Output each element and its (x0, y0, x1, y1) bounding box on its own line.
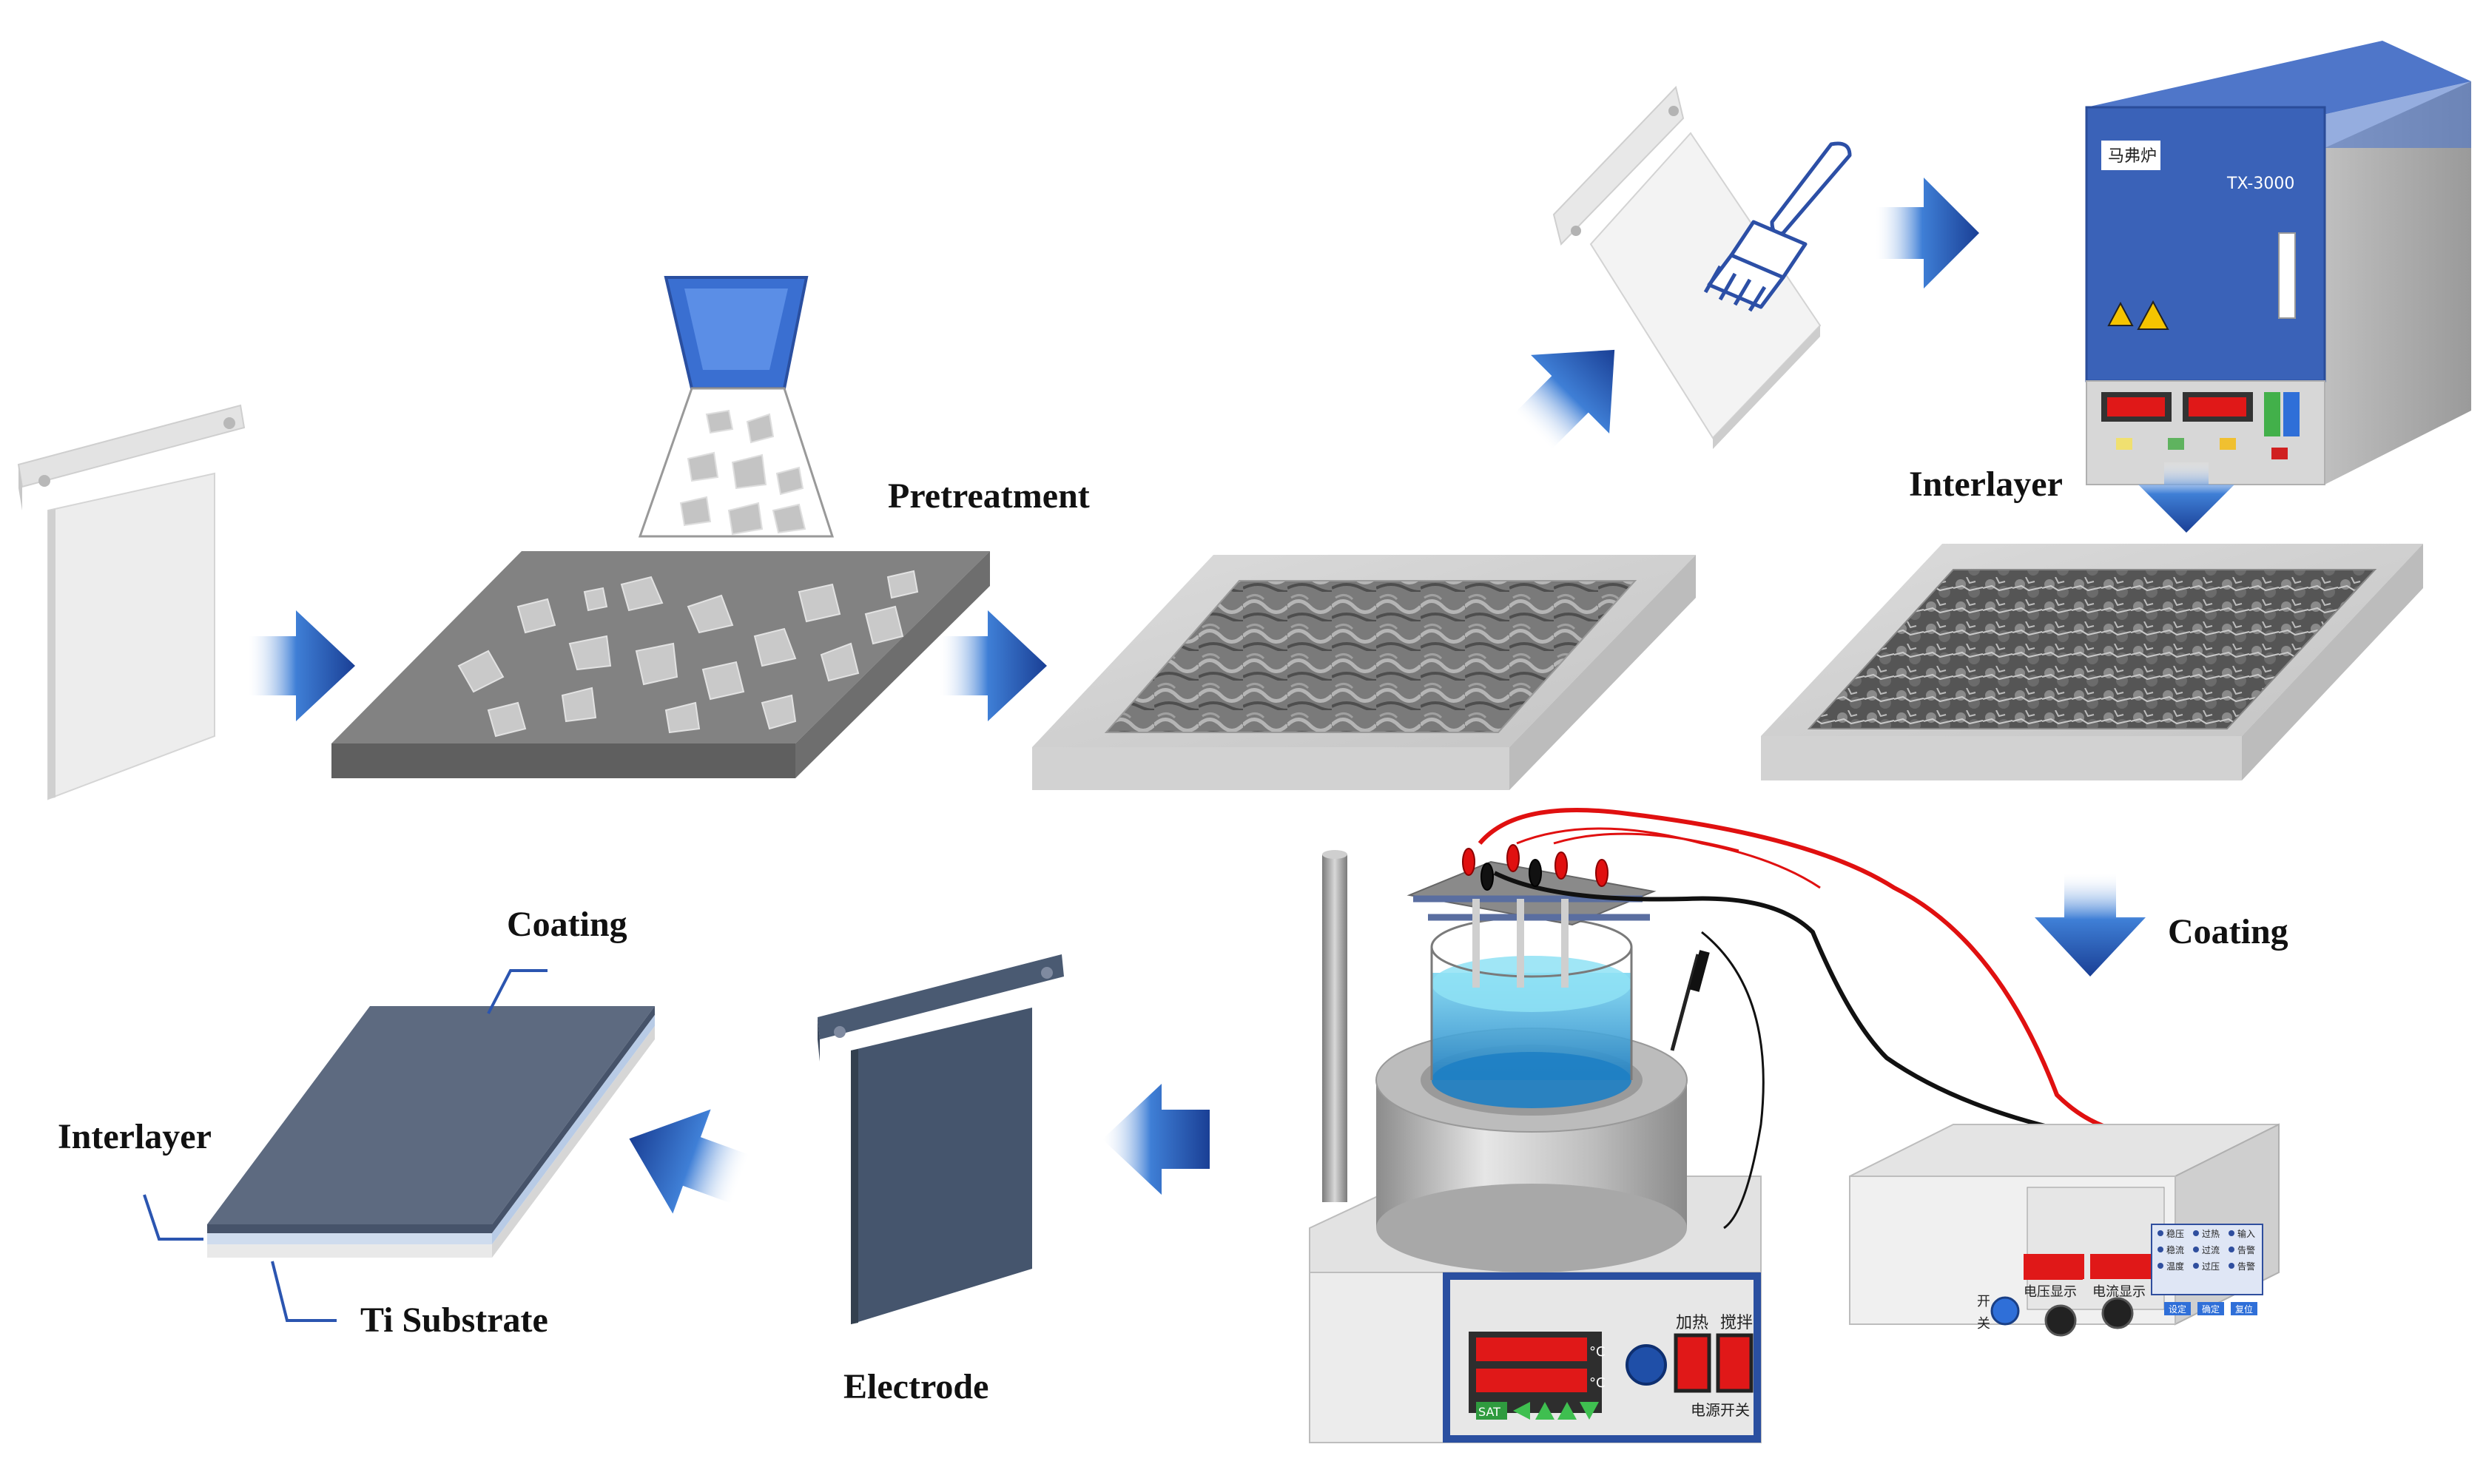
power-supply-indicator-grid: 稳压过热输入稳流过流告警温度过压告警设定确定复位 (2151, 1224, 2263, 1315)
status-item-label: 过压 (2202, 1261, 2220, 1272)
up-arrow-button[interactable] (1535, 1402, 1554, 1420)
current-knob[interactable] (2101, 1297, 2134, 1329)
status-led-icon (2229, 1230, 2234, 1236)
arrow-down-icon (2138, 462, 2234, 533)
hazard-icon (2107, 301, 2134, 326)
sandblasting-plate (331, 551, 990, 778)
stirrer-knob[interactable] (1626, 1344, 1667, 1386)
voltage-display-label: 电压显示 (2024, 1284, 2077, 1300)
power-supply-face: 电压显示 电流显示 开 关 (1977, 1254, 2151, 1337)
stir-label: 搅拌 (1720, 1314, 1753, 1332)
pretreatment-label: Pretreatment (888, 476, 1090, 516)
status-item-label: 温度 (2166, 1261, 2184, 1272)
sandblast-nozzle-icon (638, 276, 835, 538)
paint-brush-icon (1703, 141, 1852, 312)
ti-plate-blank (17, 404, 246, 800)
furnace-nameplate: 马弗炉 (2108, 147, 2157, 166)
status-item-label: 过流 (2202, 1245, 2220, 1255)
up-arrow-button[interactable] (1557, 1402, 1577, 1420)
panel-button[interactable] (2231, 1302, 2257, 1315)
heat-label: 加热 (1676, 1314, 1708, 1332)
stirrer-unit-top: °C (1589, 1344, 1606, 1360)
stirrer-unit-bottom: °C (1589, 1375, 1606, 1391)
status-led-icon (2157, 1247, 2163, 1252)
current-display-label: 电流显示 (2092, 1284, 2146, 1300)
arrow-up-left-icon (629, 1109, 749, 1214)
interlayer-step-label: Interlayer (1909, 465, 2063, 504)
status-item-label: 稳压 (2166, 1228, 2184, 1239)
status-led-icon (2157, 1230, 2163, 1236)
status-item-label: 稳流 (2166, 1244, 2184, 1255)
down-arrow-button[interactable] (1580, 1402, 1599, 1420)
stirrer-set-label: SAT (1478, 1405, 1500, 1419)
status-led-icon (2193, 1263, 2199, 1269)
stirrer-set-button[interactable] (1476, 1402, 1507, 1420)
stir-switch[interactable] (1716, 1333, 1754, 1393)
status-led-icon (2229, 1263, 2234, 1269)
heat-switch[interactable] (1674, 1333, 1711, 1393)
indicator-grid-background (2151, 1224, 2263, 1295)
left-arrow-button[interactable] (1513, 1402, 1530, 1420)
interlayer-layer-label: Interlayer (58, 1117, 212, 1156)
panel-button[interactable] (2197, 1302, 2224, 1315)
arrow-down-icon (2035, 873, 2146, 977)
status-led-icon (2193, 1230, 2199, 1236)
substrate-layer-label: Ti Substrate (360, 1301, 548, 1340)
power-switch[interactable] (1990, 1296, 2020, 1326)
power-switch-label: 电源开关 (1691, 1401, 1750, 1419)
arrow-left-icon (1102, 1084, 1210, 1195)
arrow-right-icon (940, 610, 1047, 721)
electrode-label: Electrode (843, 1367, 988, 1406)
arrow-right-icon (248, 610, 355, 721)
coating-step-label: Coating (2168, 912, 2288, 951)
panel-button[interactable] (2164, 1302, 2191, 1315)
etched-plate (1032, 555, 1696, 790)
panel-button-label: 复位 (2235, 1303, 2253, 1315)
furnace-model: TX-3000 (2226, 175, 2294, 193)
panel-button-label: 设定 (2169, 1303, 2186, 1315)
electrode-plate (818, 954, 1064, 1324)
status-item-label: 输入 (2237, 1228, 2255, 1239)
voltage-knob[interactable] (2044, 1304, 2077, 1337)
status-led-icon (2193, 1247, 2199, 1252)
arrow-up-right-icon (1515, 349, 1615, 450)
status-item-label: 告警 (2237, 1261, 2255, 1272)
electrodeposition-setup: °C °C SAT 加热 搅拌 电源开关 (1309, 808, 2124, 1443)
muffle-furnace: 马弗炉 TX-3000 (2085, 41, 2471, 485)
status-item-label: 过热 (2202, 1229, 2220, 1239)
interlayer-plate (1761, 544, 2423, 780)
layer-leader-lines (143, 969, 548, 1322)
arrow-right-icon (1876, 178, 1979, 289)
brush-coating-plate (1552, 85, 1822, 449)
warning-icon (2137, 300, 2169, 330)
status-led-icon (2229, 1247, 2234, 1252)
status-led-icon (2157, 1263, 2163, 1269)
switch-on-label: 开 (1977, 1294, 1990, 1309)
panel-button-label: 确定 (2202, 1303, 2220, 1315)
switch-off-label: 关 (1977, 1316, 1990, 1332)
layered-electrode (207, 1006, 655, 1258)
status-item-label: 告警 (2237, 1244, 2255, 1255)
coating-layer-label: Coating (507, 905, 627, 944)
